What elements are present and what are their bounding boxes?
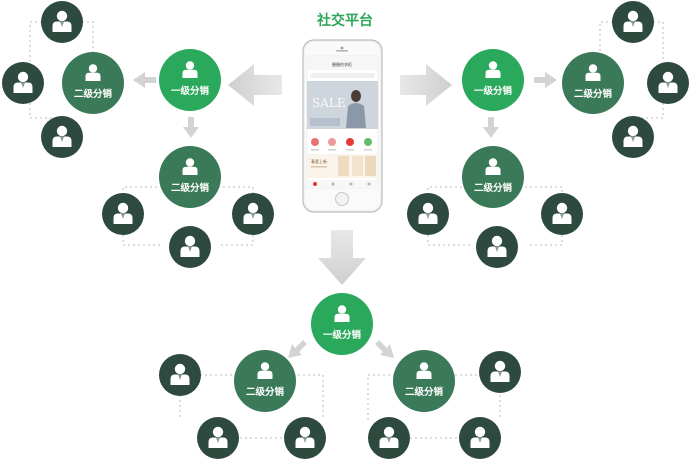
level2-label: 二级分销 <box>405 386 444 398</box>
small-arrows <box>133 72 557 358</box>
speaker-icon <box>336 50 348 52</box>
level2-node: 二级分销 <box>234 350 296 412</box>
big-arrow-right <box>400 64 452 106</box>
sale-text: SALE <box>312 96 346 110</box>
promo-text: 春夏上新 <box>311 158 327 164</box>
big-arrow-down <box>318 230 366 285</box>
phone-mockup: 圈圈的衣柜 SALE 春夏上新 <box>302 39 383 213</box>
leaf-node <box>284 417 326 459</box>
level2-label: 二级分销 <box>74 88 113 100</box>
tab-icon <box>367 182 371 186</box>
level2-label: 二级分销 <box>171 182 210 194</box>
level2-label: 二级分销 <box>246 386 285 398</box>
level2-node: 二级分销 <box>393 350 455 412</box>
leaf-node <box>41 1 83 43</box>
level1-label: 一级分销 <box>474 85 513 97</box>
level1-label: 一级分销 <box>171 85 210 97</box>
level2-node: 二级分销 <box>462 146 524 208</box>
leaf-node <box>197 417 239 459</box>
leaf-node <box>647 62 689 104</box>
level2-label: 二级分销 <box>474 182 513 194</box>
leaf-node <box>102 193 144 235</box>
leaf-node <box>479 351 521 393</box>
leaf-node <box>2 62 44 104</box>
big-arrow-left <box>228 64 282 106</box>
leaf-node <box>169 226 211 268</box>
leaf-node <box>459 417 501 459</box>
home-button <box>335 192 349 206</box>
level1-node: 一级分销 <box>159 49 221 111</box>
leaf-node <box>368 417 410 459</box>
leaf-node <box>159 354 201 396</box>
diagram-title: 社交平台 <box>317 13 373 29</box>
level1-label: 一级分销 <box>323 329 362 341</box>
store-name: 圈圈的衣柜 <box>332 61 352 67</box>
leaf-node <box>612 116 654 158</box>
leaf-node <box>41 116 83 158</box>
category-icon <box>328 138 336 146</box>
camera-icon <box>340 46 344 50</box>
level1-node: 一级分销 <box>311 293 373 355</box>
leaf-node <box>232 193 274 235</box>
tab-icon <box>331 182 335 186</box>
category-icon <box>346 138 354 146</box>
level2-node: 二级分销 <box>62 52 124 114</box>
level2-node: 二级分销 <box>159 146 221 208</box>
category-icon <box>311 138 319 146</box>
level2-node: 二级分销 <box>562 52 624 114</box>
leaf-node <box>407 193 449 235</box>
level1-node: 一级分销 <box>462 49 524 111</box>
tab-icon <box>349 182 353 186</box>
home-tab-icon <box>313 182 317 186</box>
leaf-node <box>612 1 654 43</box>
level2-label: 二级分销 <box>574 88 613 100</box>
leaf-node <box>476 226 518 268</box>
leaf-node <box>541 193 583 235</box>
category-icon <box>364 138 372 146</box>
